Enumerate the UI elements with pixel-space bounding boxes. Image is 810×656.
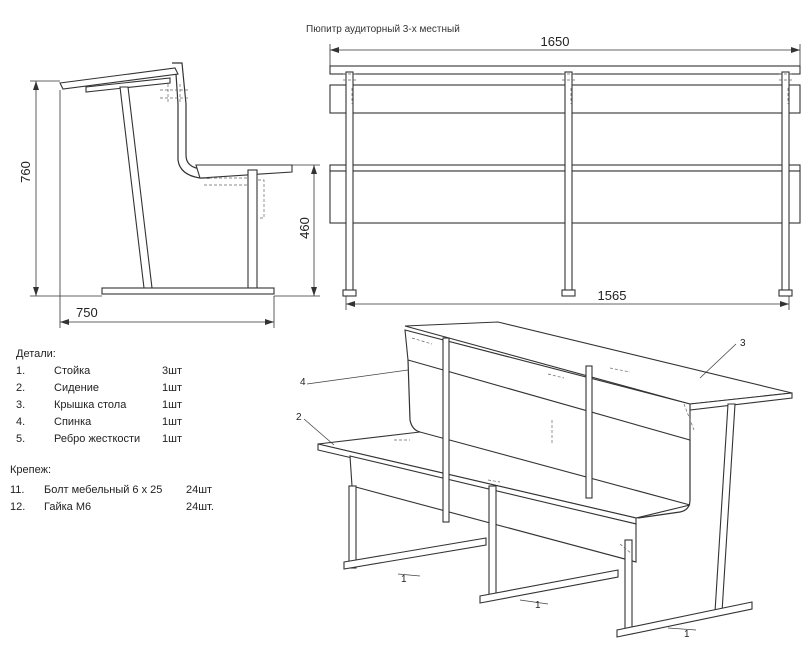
parts-row-num: 4. (16, 416, 26, 428)
side-seat-bracket (204, 177, 250, 186)
isometric-view: 4 2 3 1 1 1 (296, 321, 793, 640)
fasteners-row-num: 12. (10, 501, 26, 513)
iso-front-post-left (348, 485, 357, 569)
dim-460-arrow-bottom (311, 287, 317, 296)
dim-760-arrow-top (33, 81, 39, 90)
iso-base-bar-right (616, 601, 753, 638)
dim-750-arrow-right (265, 319, 274, 325)
iso-front-post-right (624, 539, 633, 635)
parts-row-num: 5. (16, 433, 26, 445)
callout-1b: 1 (535, 600, 541, 611)
parts-row-num: 1. (16, 365, 26, 377)
fasteners-list: Крепеж: 11. Болт мебельный 6 x 25 24шт 1… (10, 464, 250, 514)
parts-row-name: Крышка стола (54, 399, 127, 411)
callout-1b-leader (519, 599, 549, 605)
callout-2: 2 (296, 412, 302, 423)
parts-row-name: Ребро жесткости (54, 433, 141, 445)
front-view: 1650 1565 (329, 34, 801, 310)
iso-back-post-left (442, 337, 450, 523)
iso-back-post-right (714, 403, 736, 613)
side-leg-bracket (258, 179, 265, 219)
front-post-right (781, 71, 790, 293)
dim-750-text: 750 (76, 305, 98, 320)
drawing-title: Пюпитр аудиторный 3-х местный (306, 24, 460, 35)
front-post-left (345, 71, 354, 293)
callout-4-leader (306, 369, 409, 385)
parts-row-name: Сидение (54, 382, 99, 394)
side-desk-top (59, 67, 179, 90)
callout-1c: 1 (684, 629, 690, 640)
callout-3: 3 (740, 338, 746, 349)
fasteners-row-num: 11. (10, 484, 25, 496)
fasteners-row: 11. Болт мебельный 6 x 25 24шт (10, 484, 250, 498)
dim-1650-arrow-right (791, 47, 800, 53)
front-post-middle (564, 71, 573, 293)
parts-row-name: Спинка (54, 416, 92, 428)
side-seat (195, 164, 293, 179)
dim-1565-text: 1565 (598, 288, 627, 303)
fasteners-heading: Крепеж: (10, 464, 52, 476)
front-bracket-lines (351, 88, 789, 104)
parts-row-num: 3. (16, 399, 26, 411)
front-bracket-bolts (343, 73, 793, 81)
side-back-post-outer (172, 62, 210, 169)
parts-row: 2. Сидение 1шт (16, 382, 256, 396)
dim-760-arrow-bottom (33, 287, 39, 296)
parts-row-qty: 1шт (162, 382, 182, 394)
iso-base-bar-left (343, 537, 487, 570)
dim-1650-arrow-left (330, 47, 339, 53)
front-foot-right (778, 289, 793, 297)
fasteners-row-name: Гайка М6 (44, 501, 92, 513)
parts-row-qty: 1шт (162, 399, 182, 411)
callout-1a-leader (397, 573, 421, 577)
fasteners-row-qty: 24шт. (186, 501, 214, 513)
parts-row: 1. Стойка 3шт (16, 365, 256, 379)
parts-row-name: Стойка (54, 365, 91, 377)
dim-1650-text: 1650 (541, 34, 570, 49)
callout-1a: 1 (401, 574, 407, 585)
parts-row-qty: 3шт (162, 365, 182, 377)
parts-heading: Детали: (16, 348, 56, 360)
front-foot-middle (561, 289, 576, 297)
parts-list: Детали: 1. Стойка 3шт 2. Сидение 1шт 3. … (16, 348, 256, 448)
dim-1565-arrow-left (346, 301, 355, 307)
iso-front-post-middle (488, 485, 497, 599)
fasteners-row-name: Болт мебельный 6 x 25 (44, 484, 163, 496)
dim-760-text: 760 (18, 161, 33, 183)
callout-3-leader (699, 343, 737, 379)
iso-base-bar-middle (479, 569, 619, 604)
parts-row: 3. Крышка стола 1шт (16, 399, 256, 413)
parts-row: 5. Ребро жесткости 1шт (16, 433, 256, 447)
side-desk-shelf (85, 77, 171, 93)
iso-back-curve-right (637, 440, 691, 519)
side-slanted-leg (119, 86, 153, 289)
parts-row-qty: 1шт (162, 416, 182, 428)
dim-1565-arrow-right (780, 301, 789, 307)
callout-4: 4 (300, 377, 306, 388)
fasteners-row: 12. Гайка М6 24шт. (10, 501, 250, 515)
dim-750-arrow-left (60, 319, 69, 325)
parts-row-qty: 1шт (162, 433, 182, 445)
dim-460-arrow-top (311, 165, 317, 174)
side-view: 760 460 750 (18, 62, 320, 328)
front-foot-left (342, 289, 357, 297)
callout-2-leader (303, 418, 335, 446)
parts-row: 4. Спинка 1шт (16, 416, 256, 430)
dim-460-text: 460 (297, 217, 312, 239)
iso-back-post-middle (585, 365, 593, 499)
iso-back-curve-left (407, 359, 421, 433)
iso-bracket-details (394, 337, 695, 555)
parts-row-num: 2. (16, 382, 26, 394)
fasteners-row-qty: 24шт (186, 484, 213, 496)
side-base-bar (101, 287, 275, 295)
side-back-post-inner (175, 73, 210, 179)
side-vertical-leg (247, 169, 258, 289)
callout-1c-leader (667, 627, 697, 631)
